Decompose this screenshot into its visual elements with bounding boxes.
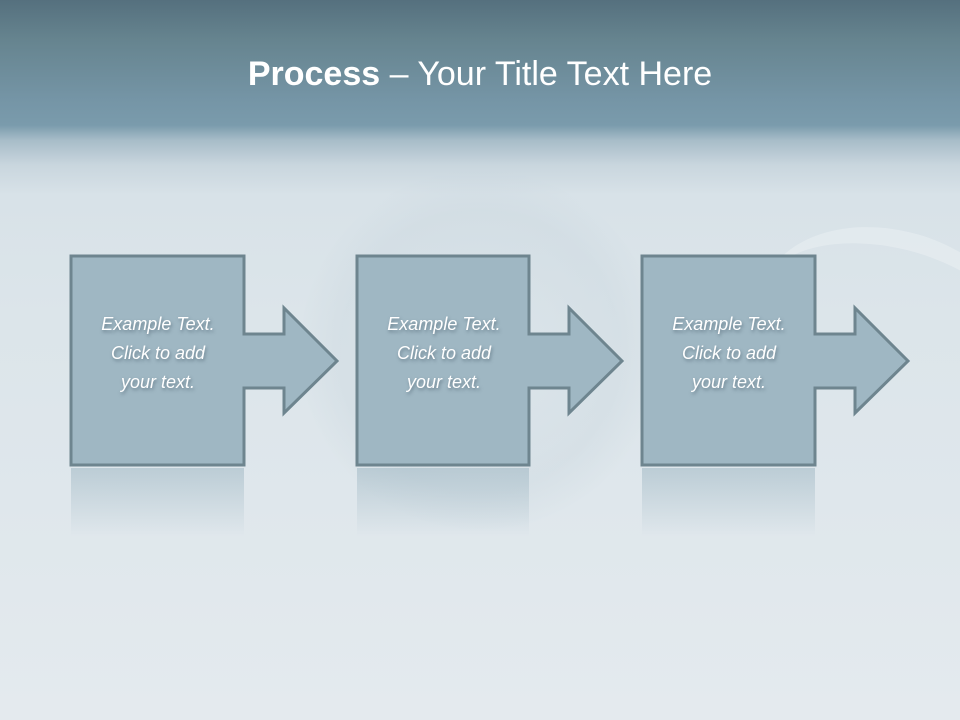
process-step-2[interactable]: Example Text. Click to add your text. [355, 254, 627, 546]
process-step-1[interactable]: Example Text. Click to add your text. [69, 254, 341, 546]
step-text[interactable]: Example Text. Click to add your text. [357, 310, 531, 397]
step-text-line: Click to add [110, 343, 206, 363]
step-text-line: Example Text. [672, 314, 786, 334]
step-text-line: your text. [120, 372, 196, 392]
step-text-line: your text. [406, 372, 482, 392]
step-text-line: Example Text. [101, 314, 215, 334]
step-text[interactable]: Example Text. Click to add your text. [71, 310, 245, 397]
title-rest: – Your Title Text Here [380, 55, 713, 93]
step-text-line: Example Text. [387, 314, 501, 334]
slide-title[interactable]: Process – Your Title Text Here [0, 52, 960, 96]
step-text-line: Click to add [396, 343, 492, 363]
arrow-right-icon [69, 254, 340, 536]
step-text-line: Click to add [681, 343, 777, 363]
title-strong: Process [247, 55, 381, 93]
arrow-right-icon [355, 254, 625, 536]
step-text-line: your text. [691, 372, 767, 392]
arrow-right-icon [640, 254, 911, 536]
step-text[interactable]: Example Text. Click to add your text. [642, 310, 816, 397]
process-step-3[interactable]: Example Text. Click to add your text. [640, 254, 912, 546]
